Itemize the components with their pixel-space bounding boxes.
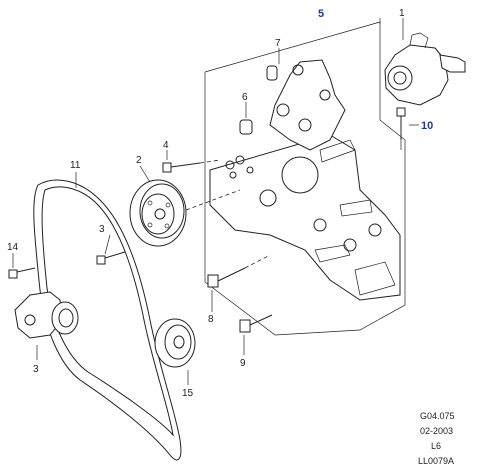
pump-support-bracket — [269, 59, 346, 151]
callout-3-lower: 3 — [33, 364, 39, 375]
callout-8: 8 — [208, 314, 214, 325]
bolt-9 — [239, 314, 273, 333]
bracket-assembly-frame — [204, 21, 406, 336]
bolt-10 — [396, 107, 406, 150]
bolt-8 — [207, 254, 271, 288]
idler-pulley — [154, 318, 196, 368]
crank-pulley — [129, 179, 241, 247]
footer-engine: L6 — [431, 441, 441, 451]
mounting-bracket — [209, 134, 401, 301]
callout-1: 1 — [399, 8, 405, 19]
bolt-4 — [162, 159, 221, 173]
belt-tensioner — [14, 291, 79, 339]
footer-ref: LL0079A — [418, 456, 454, 466]
callout-4: 4 — [163, 140, 169, 151]
callout-2: 2 — [136, 155, 142, 166]
dowel-7 — [266, 65, 278, 81]
tensioner-bolt — [96, 251, 126, 265]
callout-7: 7 — [275, 38, 281, 49]
callout-15: 15 — [182, 388, 194, 399]
footer-date: 02-2003 — [420, 426, 453, 436]
callout-9: 9 — [240, 358, 246, 369]
leader-lines — [12, 18, 419, 385]
callout-10: 10 — [421, 120, 433, 132]
callout-3-upper: 3 — [99, 224, 105, 235]
callout-14: 14 — [7, 242, 19, 253]
footer-code: G04.075 — [420, 411, 455, 421]
callout-11: 11 — [70, 160, 81, 171]
bolt-14 — [8, 267, 36, 279]
dowel-6 — [239, 119, 253, 135]
callout-5: 5 — [318, 8, 324, 20]
power-steering-pump — [384, 32, 466, 106]
callout-6: 6 — [242, 92, 248, 103]
